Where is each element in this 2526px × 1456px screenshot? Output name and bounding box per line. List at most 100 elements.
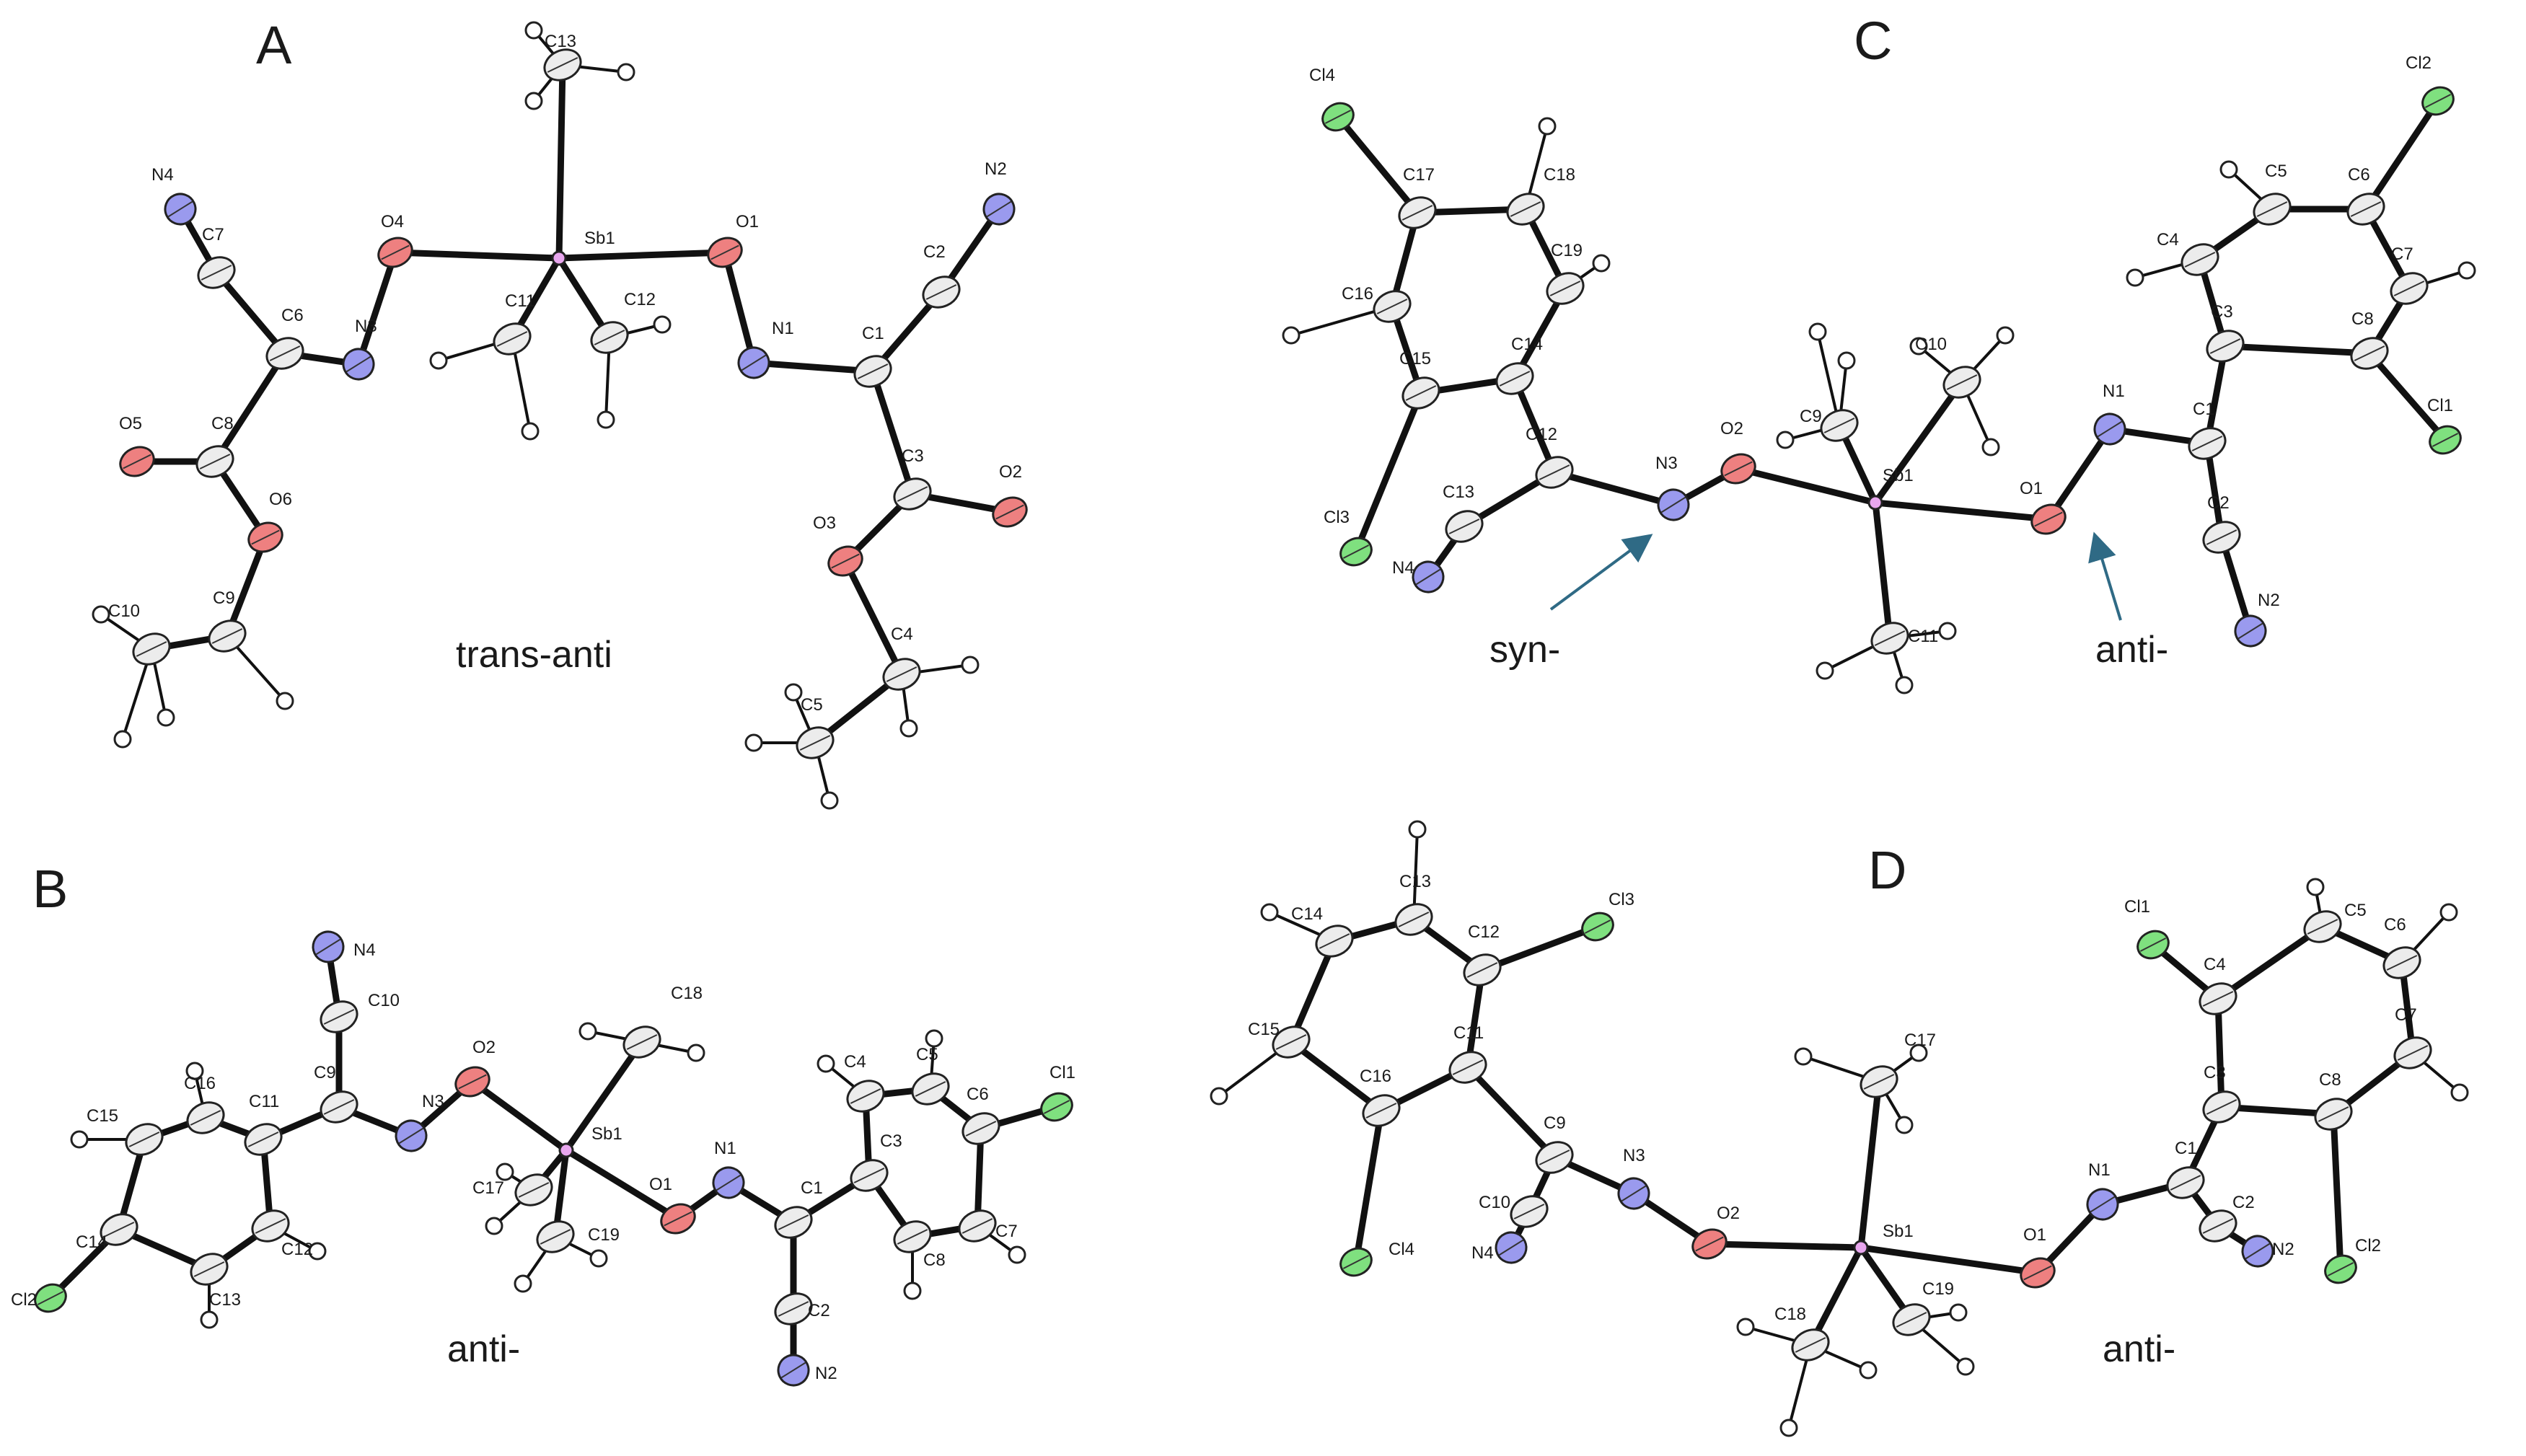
panel-d-bond-C4-C5	[2214, 923, 2326, 1002]
panel-c-hydrogen-atom	[2126, 268, 2144, 287]
panel-c-atom-label: C13	[1443, 482, 1474, 502]
panel-d-atom-label: O1	[2023, 1225, 2046, 1245]
panel-b-atom-c5	[911, 1072, 950, 1106]
panel-d-atom-c14	[1315, 925, 1354, 958]
panel-a-atom-label: O4	[381, 212, 404, 231]
panel-a-hydrogen-atom	[157, 708, 175, 727]
panel-c-atom-c4	[2180, 243, 2219, 276]
panel-d-bond-C11-C9	[1464, 1064, 1558, 1161]
panel-b-atom-n1	[712, 1166, 745, 1199]
panel-a-atom-label: C11	[505, 291, 535, 311]
panel-b-atom-label: C15	[87, 1106, 118, 1126]
panel-b-atom-c13	[190, 1253, 229, 1286]
panel-a-letter: A	[256, 15, 292, 75]
panel-d-atom-cl3	[1581, 912, 1614, 942]
panel-a-bond-O1-N1	[721, 249, 757, 366]
panel-b-atom-c15	[125, 1123, 164, 1156]
panel-d-atom-n3	[1617, 1177, 1650, 1210]
panel-c-hydrogen-atom	[1592, 254, 1611, 273]
panel-a-hydrogen-atom	[524, 92, 543, 110]
panel-c-bond-O2-Sb1	[1735, 465, 1879, 506]
panel-a-atom-label: O5	[119, 414, 142, 433]
panel-d-atom-label: C19	[1922, 1279, 1954, 1299]
panel-d-bond-C12-Cl3	[1479, 923, 1601, 974]
panel-a-atom-label: C6	[281, 306, 304, 325]
panel-d-bond-Sb1-O1	[1857, 1244, 2041, 1276]
panel-a-atom-c7	[197, 256, 236, 289]
panel-b-atom-c18	[622, 1025, 661, 1059]
panel-b-atom-label: C13	[209, 1290, 241, 1310]
panel-a-atom-c4	[882, 658, 921, 691]
panel-b-atom-label: N2	[815, 1364, 837, 1383]
panel-a-bond-C6-C7	[213, 269, 289, 357]
panel-c-atom-label: N3	[1655, 454, 1678, 473]
panel-c-bond-C14-C12	[1511, 375, 1558, 476]
panel-a-atom-label: C13	[545, 32, 576, 51]
panel-c-atom-c19	[1546, 272, 1585, 305]
panel-a-atom-label: N1	[772, 319, 794, 338]
panel-a-atom-o2	[992, 496, 1028, 528]
panel-a-atom-label: C2	[923, 242, 946, 262]
panel-d-atom-c4	[2199, 982, 2237, 1015]
panel-d-atom-c16	[1362, 1094, 1401, 1127]
panel-d-atom-c5	[2303, 910, 2342, 943]
panel-c-atom-cl1	[2429, 425, 2462, 455]
panel-c-atom-cl4	[1321, 102, 1355, 132]
panel-c-atom-label: C9	[1800, 407, 1822, 426]
panel-b-atom-label: C5	[916, 1045, 938, 1064]
panel-b-bond-Sb1-O1	[563, 1147, 682, 1222]
panel-b-atom-label: C11	[249, 1092, 279, 1111]
panel-d-atom-label: N1	[2088, 1160, 2111, 1180]
panel-d-conformation: anti-	[2103, 1328, 2175, 1370]
panel-d-atom-cl1	[2136, 930, 2170, 960]
panel-c-atom-label: C1	[2193, 400, 2215, 419]
panel-c-atom-label: C5	[2265, 162, 2287, 181]
panel-d-atom-label: Cl3	[1609, 890, 1634, 909]
panel-c-atom-c2	[2202, 521, 2241, 554]
panel-b-atom-c4	[846, 1080, 885, 1113]
panel-c-hydrogen-atom	[2457, 261, 2476, 280]
panel-b-atom-label: O2	[472, 1038, 496, 1057]
panel-c-hydrogen-atom	[1776, 431, 1795, 449]
panel-d-hydrogen-atom	[1210, 1087, 1228, 1106]
panel-c-bond-C8-Cl1	[2366, 350, 2449, 444]
panel-b-atom-c12	[251, 1209, 290, 1243]
panel-c-bond-C1-C2	[2204, 440, 2225, 541]
panel-d-hydrogen-atom	[1909, 1044, 1928, 1062]
panel-d-atom-o2	[1691, 1228, 1728, 1260]
panel-b-atom-c9	[320, 1090, 358, 1124]
panel-c-atom-c16	[1373, 290, 1412, 323]
panel-a-bond-O3-C4	[842, 557, 905, 678]
panel-d-atom-n4	[1495, 1231, 1528, 1264]
panel-a-atom-label: N2	[985, 159, 1007, 179]
panel-c-atom-c13	[1445, 510, 1484, 543]
panel-d-atom-c19	[1892, 1303, 1931, 1336]
panel-a-atom-sb1	[551, 250, 567, 266]
panel-b-hydrogen-atom	[1008, 1245, 1026, 1264]
panel-c-atom-label: C11	[1908, 627, 1938, 646]
panel-a-bond-C1-C3	[869, 368, 916, 498]
panel-d-bond-C3-C4	[2214, 995, 2225, 1111]
panel-c-atom-label: Cl1	[2427, 396, 2453, 415]
panel-d-hydrogen-atom	[1794, 1047, 1813, 1066]
panel-c-atom-label: N1	[2103, 381, 2125, 401]
panel-c-atom-label: C2	[2207, 493, 2230, 513]
panel-c-bond-C15-Cl3	[1352, 389, 1425, 555]
panel-c-hydrogen-atom	[1996, 326, 2015, 345]
panel-d-hydrogen-atom	[2439, 903, 2458, 922]
panel-d-atom-label: C16	[1360, 1067, 1391, 1086]
panel-a-atom-o3	[827, 545, 863, 577]
panel-b-hydrogen-atom	[589, 1249, 608, 1268]
panel-b-atom-label: C2	[808, 1301, 830, 1320]
panel-b-hydrogen-atom	[70, 1130, 89, 1149]
panel-a-hydrogen-atom	[113, 730, 132, 749]
panel-d-atom-label: C5	[2344, 901, 2367, 920]
panel-a-atom-label: N3	[355, 317, 377, 336]
panel-c-atom-label: Cl4	[1309, 66, 1335, 85]
panel-a-atom-c13	[543, 48, 582, 81]
panel-c-letter: C	[1854, 11, 1892, 71]
panel-a-hydrogen-atom	[744, 733, 763, 752]
panel-c-bond-C6-Cl2	[2362, 97, 2442, 213]
panel-a-atom-c1	[853, 355, 892, 388]
